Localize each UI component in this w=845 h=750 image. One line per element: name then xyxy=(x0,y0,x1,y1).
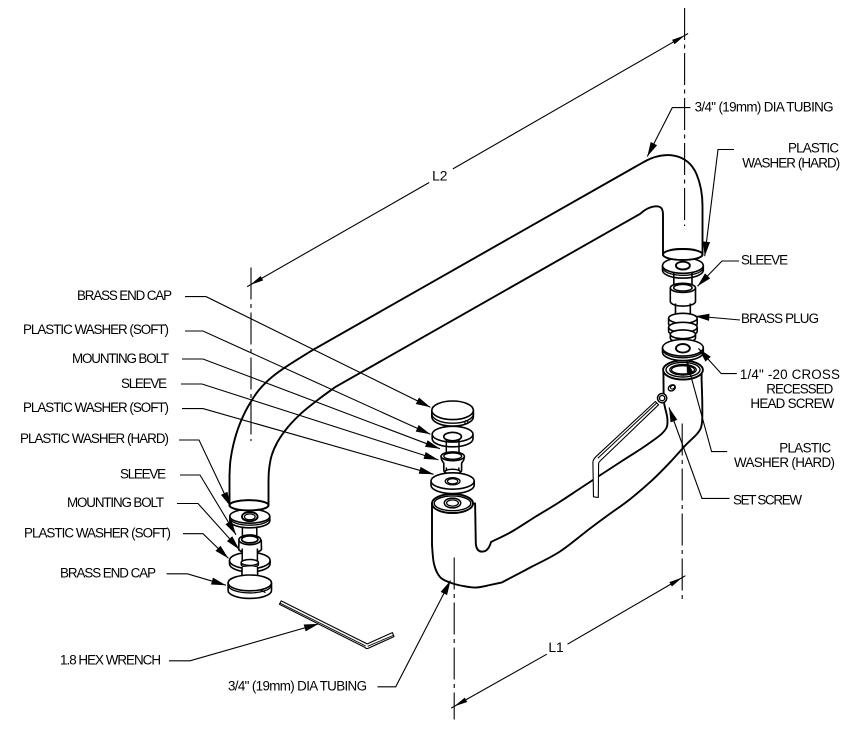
svg-text:1.8 HEX WRENCH: 1.8 HEX WRENCH xyxy=(60,652,161,667)
svg-text:PLASTIC WASHER (HARD): PLASTIC WASHER (HARD) xyxy=(20,431,169,446)
svg-text:SLEEVE: SLEEVE xyxy=(120,466,166,481)
svg-text:3/4" (19mm) DIA TUBING: 3/4" (19mm) DIA TUBING xyxy=(695,100,834,115)
svg-text:PLASTIC WASHER (SOFT): PLASTIC WASHER (SOFT) xyxy=(23,322,169,337)
svg-text:L1: L1 xyxy=(548,640,563,655)
svg-text:BRASS PLUG: BRASS PLUG xyxy=(741,311,819,326)
svg-text:PLASTIC WASHER (SOFT): PLASTIC WASHER (SOFT) xyxy=(23,400,169,415)
svg-text:RECESSED: RECESSED xyxy=(766,382,833,397)
svg-text:3/4" (19mm) DIA TUBING: 3/4" (19mm) DIA TUBING xyxy=(228,678,367,693)
svg-text:MOUNTING BOLT: MOUNTING BOLT xyxy=(67,495,164,510)
svg-text:L2: L2 xyxy=(432,169,447,184)
svg-text:1/4" -20 CROSS: 1/4" -20 CROSS xyxy=(740,367,840,382)
svg-text:BRASS END CAP: BRASS END CAP xyxy=(60,565,156,580)
svg-text:WASHER (HARD): WASHER (HARD) xyxy=(734,455,835,470)
svg-text:WASHER (HARD): WASHER (HARD) xyxy=(742,155,840,170)
svg-text:PLASTIC: PLASTIC xyxy=(788,141,839,156)
svg-text:MOUNTING BOLT: MOUNTING BOLT xyxy=(72,351,169,366)
svg-text:SLEEVE: SLEEVE xyxy=(741,252,788,267)
svg-text:HEAD SCREW: HEAD SCREW xyxy=(750,396,834,411)
svg-text:BRASS END CAP: BRASS END CAP xyxy=(77,288,172,303)
svg-text:PLASTIC WASHER (SOFT): PLASTIC WASHER (SOFT) xyxy=(24,525,171,540)
svg-text:PLASTIC: PLASTIC xyxy=(779,440,831,455)
svg-text:SET SCREW: SET SCREW xyxy=(733,492,802,507)
svg-text:SLEEVE: SLEEVE xyxy=(121,376,167,391)
